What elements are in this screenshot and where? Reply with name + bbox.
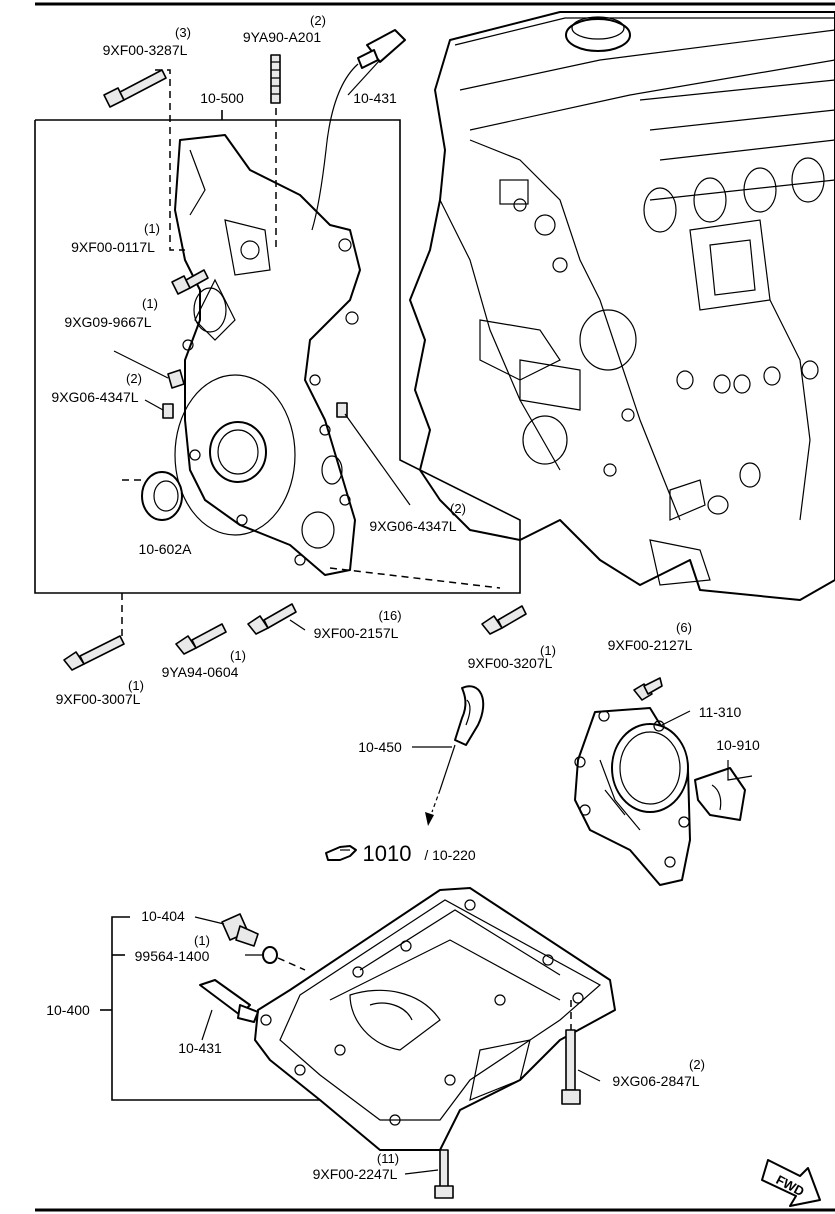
pin-right-qty: (2): [450, 501, 466, 516]
hand-pointer-icon: [325, 845, 357, 861]
stud-top-qty: (2): [310, 13, 326, 28]
dipstick-code: 10-450: [358, 739, 402, 755]
bolt-3287-code: 9XF00-3287L: [103, 42, 188, 58]
bolt-3207: [481, 605, 527, 635]
oil-pan-group-bracket: [111, 916, 320, 1101]
fwd-arrow-icon: [761, 1159, 821, 1207]
drain-plug: [221, 913, 259, 947]
seal-front-code: 10-602A: [139, 541, 193, 557]
oil-pan-group-code: 10-400: [46, 1002, 90, 1018]
washer-qty: (1): [194, 933, 210, 948]
drain-washer: [262, 946, 278, 964]
bolt-2847: [561, 1029, 581, 1105]
cover-group-code: 10-500: [200, 90, 244, 106]
pin-right: [336, 402, 348, 418]
bolt-2847-code: 9XG06-2847L: [612, 1073, 699, 1089]
bolt-3007-qty: (1): [128, 678, 144, 693]
front-oil-seal: [141, 471, 183, 521]
bolt-2157: [247, 603, 297, 635]
dipstick: [425, 685, 485, 826]
bolt-0117-code: 9XF00-0117L: [71, 239, 155, 255]
timing-chain-cover: [174, 134, 361, 576]
plug-9667: [167, 369, 185, 389]
drain-plug-code: 10-404: [141, 908, 185, 924]
rear-seal-code: 10-910: [716, 737, 760, 753]
rear-seal-cover: [574, 707, 691, 886]
bolt-0604-code: 9YA94-0604: [162, 664, 239, 680]
reference-main: 1010: [363, 841, 412, 866]
stud-top: [270, 54, 281, 104]
bolt-2127-qty: (6): [676, 620, 692, 635]
bolt-0117-qty: (1): [144, 221, 160, 236]
bolt-3207-leader: [329, 567, 501, 589]
bolt-2157-code: 9XF00-2157L: [314, 625, 399, 641]
rear-oil-seal: [694, 760, 753, 821]
sensor-top-code: 10-431: [353, 90, 397, 106]
pin-left-code: 9XG06-4347L: [51, 389, 138, 405]
bolt-0117: [171, 269, 209, 295]
bolt-3007-code: 9XF00-3007L: [56, 691, 141, 707]
sensor-bottom-code: 10-431: [178, 1040, 222, 1056]
bolt-2127-code: 9XF00-2127L: [608, 637, 693, 653]
bolt-3207-code: 9XF00-3207L: [468, 655, 553, 671]
bolt-2157-qty: (16): [378, 608, 401, 623]
sensor-top: [311, 29, 406, 231]
cover-group-bracket: [34, 119, 521, 594]
bolt-2247-qty: (11): [377, 1151, 399, 1166]
pin-right-code: 9XG06-4347L: [369, 518, 456, 534]
rear-cover-code: 11-310: [699, 704, 742, 720]
pin-left: [162, 403, 174, 419]
bolt-3207-qty: (1): [540, 643, 556, 658]
bolt-0604-qty: (1): [230, 648, 246, 663]
bolt-0604: [175, 623, 227, 655]
bolt-3287-qty: (3): [175, 25, 191, 40]
stud-top-code: 9YA90-A201: [243, 29, 322, 45]
bolt-2247-code: 9XF00-2247L: [313, 1166, 398, 1182]
pin-left-qty: (2): [126, 371, 142, 386]
bolt-3007: [63, 635, 125, 671]
plug-9667-code: 9XG09-9667L: [64, 314, 151, 330]
reference-sub: / 10-220: [424, 847, 476, 863]
bolt-3287: [103, 69, 167, 108]
engine-block: [409, 11, 835, 601]
washer-code: 99564-1400: [135, 948, 210, 964]
bolt-2127: [633, 677, 663, 701]
plug-9667-qty: (1): [142, 296, 158, 311]
bolt-2847-qty: (2): [689, 1057, 705, 1072]
bolt-2247: [434, 1149, 454, 1199]
oil-pan: [254, 887, 616, 1176]
sensor-bottom: [199, 979, 259, 1023]
